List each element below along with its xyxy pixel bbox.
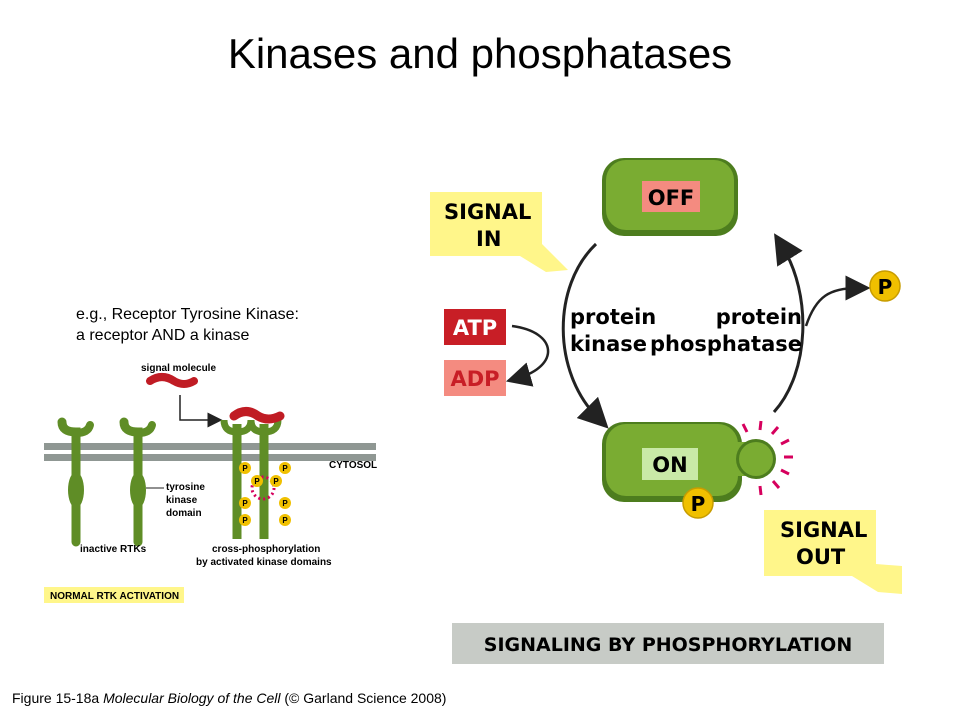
- svg-text:ADP: ADP: [450, 367, 499, 391]
- svg-text:SIGNAL: SIGNAL: [444, 200, 531, 224]
- rtk-activation-label: NORMAL RTK ACTIVATION: [50, 591, 179, 602]
- rtk-note-line2: a receptor AND a kinase: [76, 327, 250, 344]
- phosphatase-label-1: protein: [716, 305, 802, 329]
- inactive-receptor-2: [119, 417, 156, 547]
- signal-molecule-label: signal molecule: [141, 363, 216, 374]
- inactive-receptor-1: [57, 417, 94, 547]
- figure-caption: Figure 15-18a Molecular Biology of the C…: [12, 690, 446, 706]
- svg-text:P: P: [254, 477, 260, 486]
- kinase-arrow: [561, 242, 609, 429]
- rtk-note: e.g., Receptor Tyrosine Kinase: a recept…: [76, 304, 299, 346]
- signal-in-callout: SIGNAL IN: [430, 192, 568, 272]
- svg-text:SIGNAL: SIGNAL: [780, 518, 867, 542]
- svg-text:P: P: [282, 499, 288, 508]
- svg-text:P: P: [691, 492, 706, 516]
- kinase-label-1: protein: [570, 305, 656, 329]
- svg-text:P: P: [242, 464, 248, 473]
- adp-box: ADP: [444, 360, 506, 396]
- svg-text:ATP: ATP: [453, 316, 497, 340]
- on-label: ON: [652, 453, 687, 477]
- rtk-figure: signal molecule tyrosine kinase domain i…: [44, 363, 377, 603]
- signal-molecule: [146, 373, 198, 388]
- inactive-rtks-label: inactive RTKs: [80, 544, 147, 555]
- off-label: OFF: [648, 186, 695, 210]
- atp-box: ATP: [444, 309, 506, 345]
- rtk-activation-box: [44, 587, 184, 603]
- svg-text:P: P: [282, 516, 288, 525]
- svg-text:P: P: [242, 516, 248, 525]
- caption-prefix: Figure 15-18a: [12, 690, 104, 706]
- rtk-note-line1: e.g., Receptor Tyrosine Kinase:: [76, 306, 299, 323]
- caption-suffix: (© Garland Science 2008): [280, 690, 447, 706]
- off-state-protein: OFF: [602, 158, 738, 236]
- phosphatase-arrow: [772, 233, 805, 414]
- cross-phosphorylation-label-1: cross-phosphorylation: [212, 544, 320, 555]
- tyrosine-label-1: tyrosine: [166, 482, 205, 493]
- active-receptor-dimer: P P P P P P P P: [220, 407, 291, 539]
- svg-text:P: P: [282, 464, 288, 473]
- svg-text:IN: IN: [476, 227, 501, 251]
- svg-text:P: P: [878, 275, 893, 299]
- tyrosine-label-2: kinase: [166, 495, 198, 506]
- svg-text:SIGNALING BY PHOSPHORYLATION: SIGNALING BY PHOSPHORYLATION: [484, 634, 852, 656]
- cross-phosphorylation-label-2: by activated kinase domains: [196, 557, 332, 568]
- signal-out-callout: SIGNAL OUT: [764, 510, 902, 594]
- kinase-label-2: kinase: [570, 332, 647, 356]
- tyrosine-label-3: domain: [166, 508, 202, 519]
- membrane-bottom: [44, 454, 376, 461]
- membrane-top: [44, 443, 376, 450]
- signaling-banner: SIGNALING BY PHOSPHORYLATION: [452, 623, 884, 664]
- atp-adp-arrow: [505, 324, 550, 387]
- cytosol-label: CYTOSOL: [329, 460, 377, 471]
- svg-text:P: P: [242, 499, 248, 508]
- phosphorylation-cycle: SIGNAL IN OFF ATP ADP protein kinase pro…: [430, 158, 902, 664]
- svg-text:P: P: [273, 477, 279, 486]
- binding-arrow: [179, 395, 223, 428]
- caption-book: Molecular Biology of the Cell: [103, 690, 281, 706]
- slide-title: Kinases and phosphatases: [227, 30, 733, 77]
- phosphatase-label-2: phosphatase: [650, 332, 802, 356]
- on-state-protein: ON P: [602, 420, 793, 519]
- released-phosphate: P: [869, 270, 901, 302]
- phosphate-release-arrow: [804, 275, 871, 327]
- svg-text:OUT: OUT: [796, 545, 846, 569]
